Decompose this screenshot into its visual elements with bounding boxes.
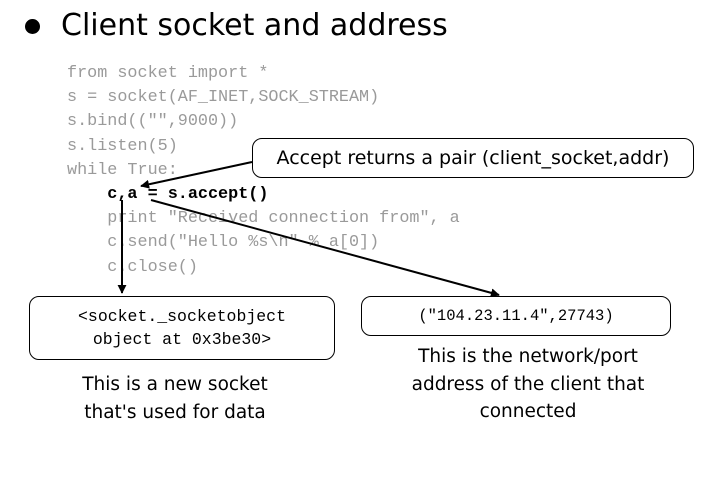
address-text: ("104.23.11.4",27743) <box>418 307 614 325</box>
code-line: from socket import * <box>67 64 269 83</box>
address-caption-line: address of the client that <box>411 373 645 395</box>
address-caption-line: This is the network/port <box>418 346 638 367</box>
socket-object-line: <socket._socketobject <box>78 307 286 326</box>
socket-object-box: <socket._socketobject object at 0x3be30> <box>29 296 335 360</box>
accept-callout-box: Accept returns a pair (client_socket,add… <box>252 138 694 178</box>
socket-object-text: <socket._socketobject object at 0x3be30> <box>78 305 286 351</box>
code-line: c.close() <box>67 257 198 277</box>
code-line: s.listen(5) <box>67 136 178 156</box>
code-line: c.send("Hello %s\n" % a[0]) <box>67 233 380 253</box>
accept-callout-text: Accept returns a pair (client_socket,add… <box>276 147 670 169</box>
code-line: while True: <box>67 160 178 180</box>
bullet-dot <box>25 19 40 34</box>
address-caption: This is the network/port address of the … <box>380 343 676 426</box>
socket-caption: This is a new socket that's used for dat… <box>40 371 310 426</box>
slide-title: Client socket and address <box>61 8 448 43</box>
code-line: print "Received connection from", a <box>67 209 460 229</box>
address-box: ("104.23.11.4",27743) <box>361 296 671 336</box>
socket-caption-line: that's used for data <box>84 401 266 423</box>
socket-caption-line: This is a new socket <box>82 374 268 395</box>
arrow-accept-callout <box>140 161 253 189</box>
address-caption-line: connected <box>479 401 577 422</box>
socket-object-line: object at 0x3be30> <box>92 330 272 349</box>
code-line-accept: c,a = s.accept() <box>67 184 269 204</box>
code-block: from socket import * s = socket(AF_INET,S… <box>67 62 460 280</box>
arrow-to-address <box>150 199 500 298</box>
code-line: s.bind(("",9000)) <box>67 112 239 132</box>
code-line: s = socket(AF_INET,SOCK_STREAM) <box>67 88 380 108</box>
